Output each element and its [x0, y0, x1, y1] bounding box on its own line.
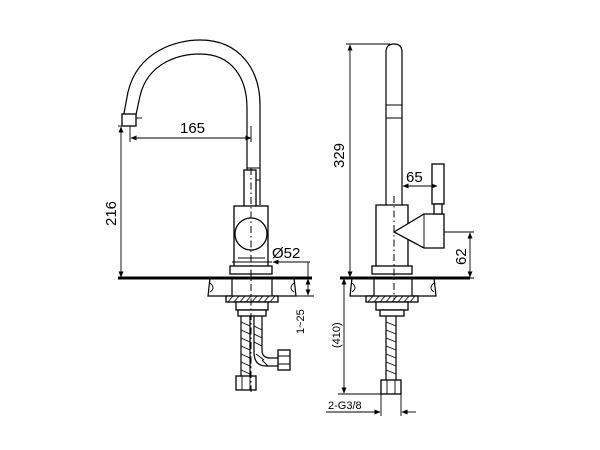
dim-connection: 2-G3/8 — [328, 400, 362, 412]
front-deck-right — [271, 277, 297, 297]
front-deck-left — [207, 277, 233, 297]
front-nozzle — [121, 113, 137, 127]
dim-hose-length: (410) — [331, 322, 343, 348]
front-spout-outer — [121, 39, 261, 205]
side-lever-handle — [392, 213, 445, 249]
front-hose-right — [253, 316, 280, 367]
front-hose-nut-left — [235, 375, 257, 391]
dim-spout-height: 216 — [103, 201, 120, 226]
front-lever — [243, 169, 257, 211]
front-washer — [225, 295, 279, 303]
side-lever-stem — [431, 163, 445, 205]
front-view: 165 216 Ø52 1~25 — [103, 39, 314, 392]
side-base — [371, 265, 413, 275]
dim-total-height: 329 — [331, 143, 348, 168]
dim-lever-offset: 65 — [406, 169, 423, 186]
front-spout-inner — [133, 53, 248, 205]
side-view: 329 65 62 (410) 2-G3/8 — [326, 43, 474, 416]
side-hose-nut — [380, 379, 402, 395]
dim-lever-height: 62 — [453, 248, 470, 265]
dim-deck-thickness: 1~25 — [295, 309, 307, 334]
side-spout-tube — [385, 43, 403, 205]
side-hose — [385, 316, 397, 382]
front-hose-left — [240, 316, 251, 378]
side-washer — [365, 295, 419, 303]
front-hose-nut-right — [277, 349, 291, 371]
dim-spout-reach: 165 — [180, 120, 205, 137]
dim-base-diameter: Ø52 — [272, 245, 300, 262]
